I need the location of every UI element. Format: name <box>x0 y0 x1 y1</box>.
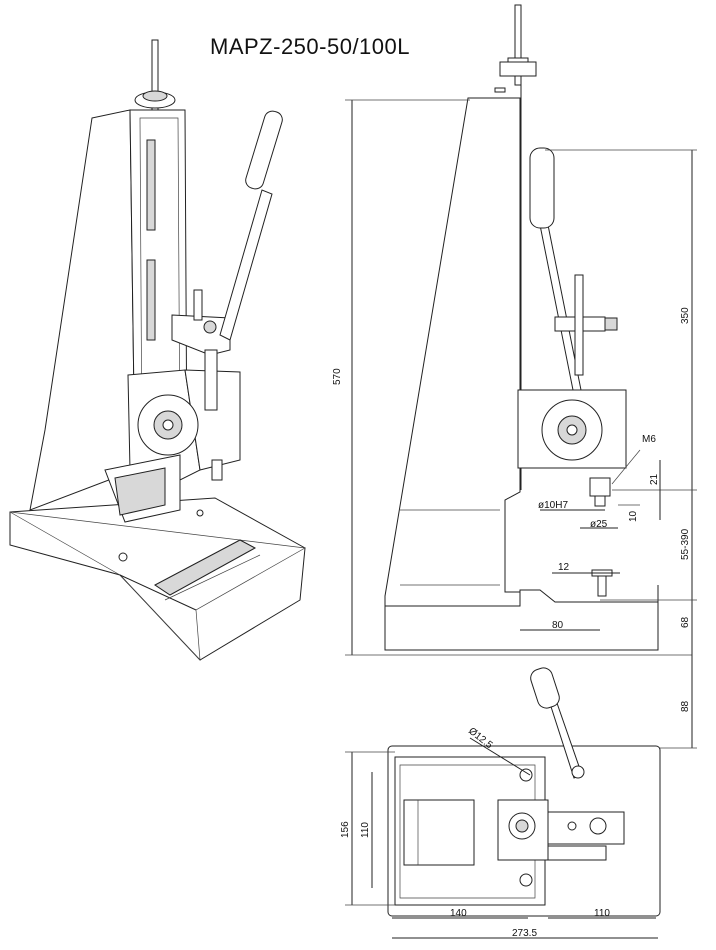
dim-140: 140 <box>450 908 467 919</box>
dim-570: 570 <box>332 368 343 385</box>
dimension-labels: 570 350 M6 21 10 ø10H7 ø25 55-390 12 80 … <box>332 307 691 939</box>
dim-350: 350 <box>680 307 691 324</box>
dim-21: 21 <box>649 473 660 485</box>
dim-55-390: 55-390 <box>680 528 691 560</box>
dim-m6: M6 <box>642 434 656 445</box>
dim-110-vertical: 110 <box>360 822 371 838</box>
side-view <box>345 4 697 749</box>
dim-110-horizontal: 110 <box>594 908 610 919</box>
dim-156: 156 <box>340 821 351 838</box>
dim-68: 68 <box>680 616 691 628</box>
dim-bore: ø10H7 <box>538 500 568 511</box>
drawing-title: MAPZ-250-50/100L <box>210 34 410 59</box>
dim-88: 88 <box>680 700 691 712</box>
isometric-view <box>9 39 307 661</box>
dim-dia25: ø25 <box>590 519 608 530</box>
dim-10: 10 <box>628 510 639 522</box>
dim-12: 12 <box>558 562 570 573</box>
dim-80: 80 <box>552 620 564 631</box>
dim-273-5: 273.5 <box>512 928 537 939</box>
top-view <box>345 667 661 939</box>
